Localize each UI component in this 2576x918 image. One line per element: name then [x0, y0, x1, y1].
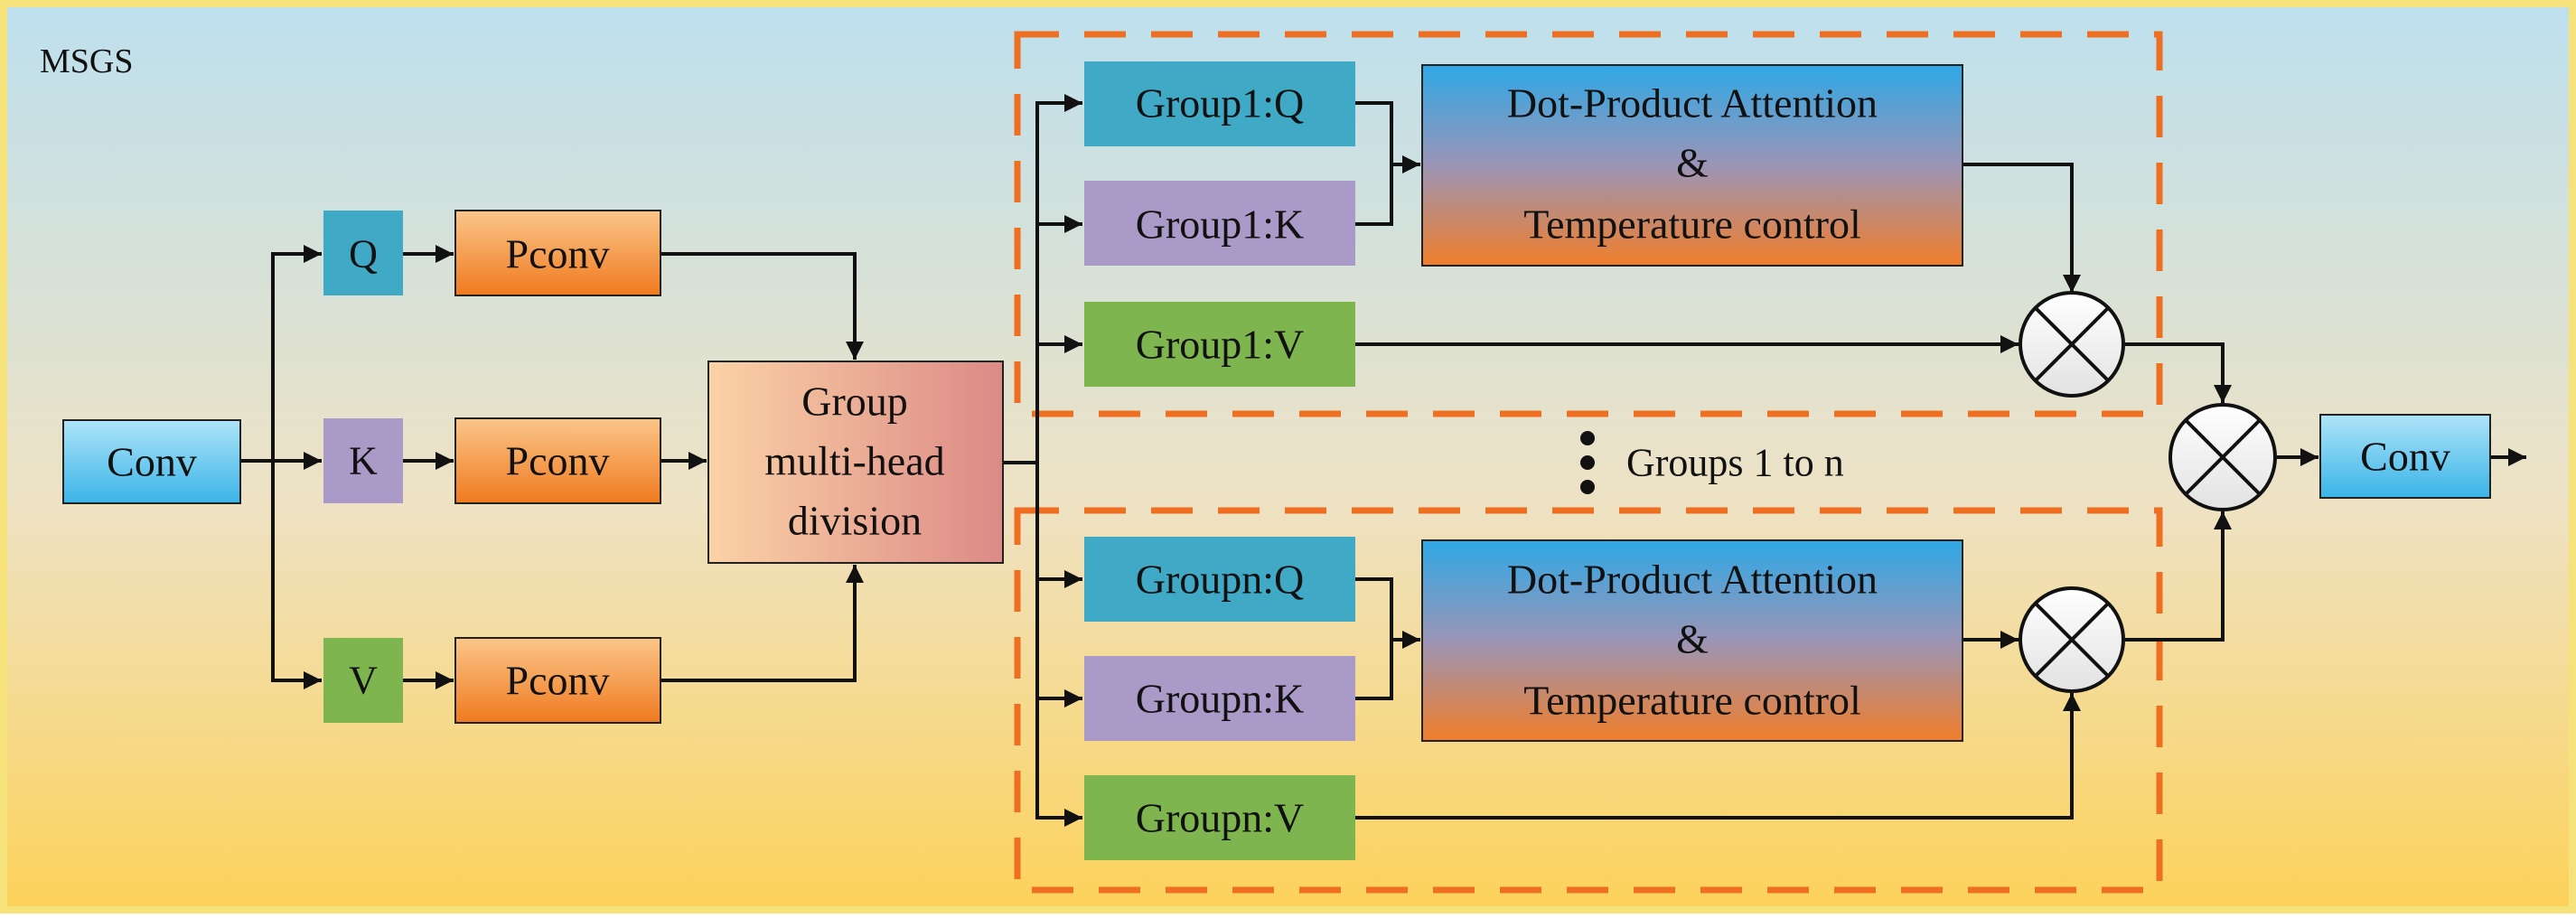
- connector-pconvq-division: [660, 252, 864, 360]
- q-box: [323, 211, 403, 295]
- connector-pconvv-division: [660, 565, 864, 682]
- groupn-q-label: Groupn:Q: [1136, 557, 1305, 603]
- connector-division-group1q: [1003, 94, 1082, 464]
- connector-conv-v: [271, 461, 322, 689]
- groupn-q-box: [1084, 537, 1355, 622]
- groupn-v-label: Groupn:V: [1136, 795, 1305, 841]
- conv-input-label: Conv: [107, 439, 197, 485]
- group1-v-box: [1084, 302, 1355, 387]
- v-label: V: [349, 659, 378, 703]
- conv-input-box: [62, 419, 241, 504]
- group-division-box: [707, 361, 1004, 564]
- group1-v-label: Group1:V: [1136, 322, 1305, 368]
- attention-n-box: [1421, 539, 1963, 742]
- group1-q-label: Group1:Q: [1136, 80, 1305, 126]
- multiply1-icon: [2019, 291, 2125, 398]
- groupn-k-label: Groupn:K: [1136, 676, 1305, 722]
- group-division-line1: Group: [801, 379, 908, 425]
- groupn-v-box: [1084, 775, 1355, 860]
- multiply-n-icon: [2019, 586, 2125, 693]
- attention1-box: [1421, 64, 1963, 267]
- connectors: [240, 94, 2526, 827]
- connector-multn-final: [2125, 511, 2232, 642]
- q-label: Q: [349, 232, 378, 276]
- attention-n-line3: Temperature control: [1523, 678, 1861, 724]
- groupn-region: [1014, 507, 2163, 894]
- pconv-v-label: Pconv: [506, 658, 610, 704]
- connector-groupnv-multn: [1355, 693, 2081, 820]
- connector-conv-q: [271, 245, 322, 461]
- conv-output-label: Conv: [2360, 434, 2450, 480]
- diagram-title: MSGS: [40, 42, 134, 80]
- attention1-line3: Temperature control: [1523, 201, 1861, 248]
- conv-output-box: [2319, 414, 2491, 499]
- connector-mult1-final: [2125, 342, 2232, 403]
- pconv-k-box: [454, 417, 661, 504]
- k-box: [323, 418, 403, 503]
- group-division-line3: division: [788, 498, 922, 544]
- attention-n-line1: Dot-Product Attention: [1507, 557, 1878, 603]
- k-label: K: [349, 439, 378, 483]
- group-division-line2: multi-head: [764, 438, 944, 484]
- group1-k-box: [1084, 181, 1355, 266]
- ellipsis-icon: [1580, 431, 1595, 494]
- connector-attention1-mult1: [1962, 163, 2081, 293]
- attention1-line1: Dot-Product Attention: [1507, 80, 1878, 126]
- pconv-q-label: Pconv: [506, 231, 610, 277]
- group1-k-label: Group1:K: [1136, 201, 1305, 248]
- pconv-v-box: [454, 637, 661, 724]
- groupn-k-box: [1084, 656, 1355, 741]
- multiply-final-icon: [2169, 403, 2277, 511]
- group1-q-box: [1084, 61, 1355, 146]
- attention1-line2: &: [1676, 140, 1709, 186]
- pconv-q-box: [454, 210, 661, 296]
- group1-region: [1014, 31, 2163, 417]
- pconv-k-label: Pconv: [506, 438, 610, 484]
- v-box: [323, 638, 403, 723]
- attention-n-line2: &: [1676, 616, 1709, 662]
- groups-range-label: Groups 1 to n: [1626, 441, 1844, 485]
